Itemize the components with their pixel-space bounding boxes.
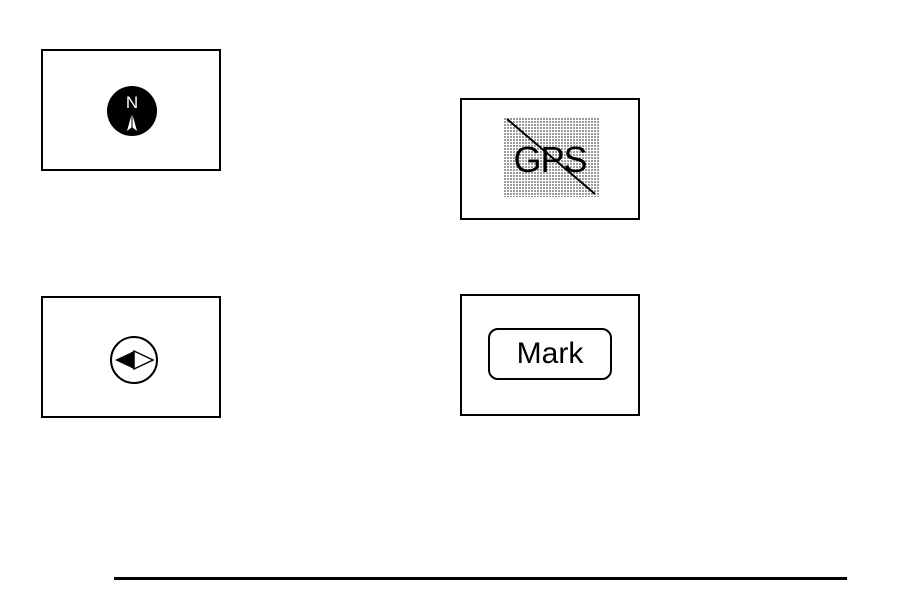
gps-label: GPS: [462, 100, 638, 218]
heading-up-panel: [41, 296, 221, 418]
north-up-compass-icon: N: [43, 51, 219, 169]
mark-panel: Mark: [460, 294, 640, 416]
north-letter: N: [126, 93, 138, 112]
mark-button[interactable]: Mark: [488, 328, 612, 380]
footer-rule: [114, 577, 847, 580]
heading-up-compass-icon: [43, 298, 219, 416]
gps-unavailable-panel: GPS: [460, 98, 640, 220]
north-up-panel: N: [41, 49, 221, 171]
